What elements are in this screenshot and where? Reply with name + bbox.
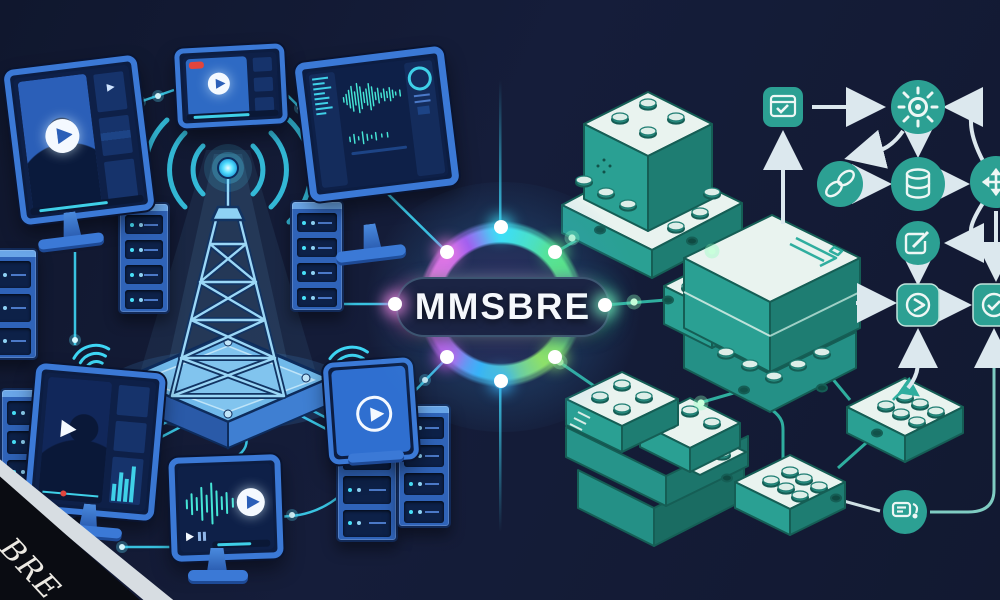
- check-approve-icon: [972, 283, 1000, 327]
- audio-waveform-small: [349, 131, 389, 145]
- antenna-orb: [217, 157, 239, 179]
- rack-slot: [0, 294, 31, 322]
- hub-vertical-line-bottom: [499, 382, 502, 532]
- audio-editor: [305, 56, 449, 192]
- module-block-group: [846, 376, 964, 463]
- flowchart: [763, 80, 1000, 534]
- hub-dot: [598, 298, 612, 312]
- media-player: [177, 463, 275, 553]
- hub-dot: [440, 245, 454, 259]
- rack-slot: [297, 263, 337, 282]
- browser-check-icon: [763, 87, 803, 127]
- audio-waveform: [342, 82, 402, 114]
- play-badge-icon: [896, 283, 940, 327]
- monitor-base: [188, 570, 248, 581]
- hub-label: MMSBRE: [414, 286, 592, 327]
- server-rack: [0, 248, 38, 360]
- rack-slot: [125, 240, 163, 259]
- module-link: [839, 498, 881, 513]
- rack-slot: [343, 509, 391, 537]
- rack-slot: [404, 473, 444, 495]
- hub-dot: [494, 374, 508, 388]
- rack-slot: [0, 327, 31, 355]
- move-arrows-icon: [970, 156, 1000, 208]
- connector-hole: [721, 473, 733, 483]
- rack-slot: [297, 288, 337, 307]
- connector-hole: [871, 428, 883, 438]
- message-config-icon: [883, 490, 927, 534]
- monitor-stand: [207, 548, 227, 572]
- server-rack: [397, 404, 451, 528]
- corner-ribbon: BRE: [0, 458, 175, 600]
- rack-slot: [297, 213, 337, 232]
- rack-slot: [343, 476, 391, 504]
- flow-arrows: [763, 87, 1000, 390]
- connector-hole: [830, 493, 842, 503]
- rack-slot: [125, 215, 163, 234]
- broadcast-tower: [142, 117, 314, 399]
- hub-dot: [548, 350, 562, 364]
- rack-slot: [125, 265, 163, 284]
- database-icon: [891, 157, 945, 211]
- audio-monitor: [294, 45, 460, 203]
- signal-platform: [103, 150, 353, 450]
- link-icon: [817, 161, 863, 207]
- module-block-group: [565, 371, 749, 547]
- rack-slot: [0, 261, 31, 289]
- media-monitor: [168, 454, 284, 562]
- connector-hole: [662, 295, 674, 305]
- gear-icon: [891, 80, 945, 134]
- hub-dot: [388, 297, 402, 311]
- connector-hole: [594, 225, 606, 235]
- module-block-group: [662, 214, 861, 413]
- module-block-group: [561, 91, 743, 279]
- connector-hole: [738, 385, 750, 395]
- hub-vertical-line-top: [499, 80, 502, 228]
- edit-pencil-icon: [896, 221, 940, 265]
- server-rack: [118, 202, 170, 314]
- hub-capsule: MMSBRE: [396, 277, 610, 337]
- hub-dot: [548, 245, 562, 259]
- connector-hole: [816, 383, 828, 393]
- rack-slot: [404, 501, 444, 523]
- rack-slot: [125, 290, 163, 309]
- waveform-area: [337, 64, 414, 185]
- audio-waveform: [185, 482, 234, 525]
- hub-dot: [494, 220, 508, 234]
- hub-dot: [440, 350, 454, 364]
- connector-hole: [686, 236, 698, 246]
- curved-arrow: [892, 376, 920, 401]
- rack-slot: [297, 238, 337, 257]
- hub-badge: MMSBRE: [358, 182, 648, 432]
- module-block-group: [734, 454, 846, 536]
